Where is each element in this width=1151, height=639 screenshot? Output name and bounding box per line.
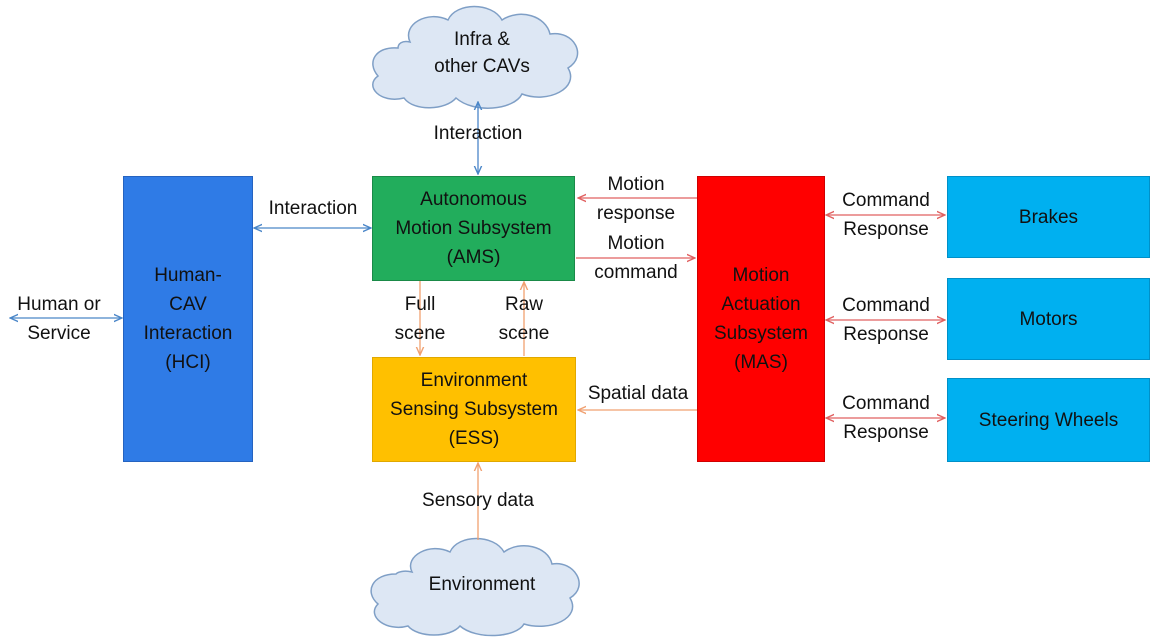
hci-line1: Human- bbox=[154, 265, 222, 286]
mas-line4: (MAS) bbox=[734, 352, 788, 373]
mas-box: Motion Actuation Subsystem (MAS) bbox=[697, 176, 825, 462]
label-spatial-data: Spatial data bbox=[587, 383, 689, 404]
ess-line2: Sensing Subsystem bbox=[390, 399, 558, 420]
label-sensory-data: Sensory data bbox=[422, 490, 534, 511]
label-full-scene: Full scene bbox=[380, 290, 460, 348]
mas-line1: Motion bbox=[732, 265, 790, 286]
label-human-or-service: Human or Service bbox=[6, 290, 112, 348]
cloud-infra bbox=[372, 5, 579, 109]
cloud-environment bbox=[370, 537, 580, 637]
ams-box: Autonomous Motion Subsystem (AMS) bbox=[372, 176, 575, 281]
label-motion-command: Motion command bbox=[580, 229, 692, 287]
label-full-scene-2: scene bbox=[394, 323, 446, 344]
label-interaction-hci: Interaction bbox=[268, 198, 358, 219]
label-human-or: Human or bbox=[17, 294, 101, 315]
label-command-response-brakes: Command Response bbox=[828, 186, 944, 244]
label-raw-scene-1: Raw bbox=[504, 294, 543, 315]
ams-line2: Motion Subsystem bbox=[395, 218, 552, 239]
hci-line4: (HCI) bbox=[165, 352, 211, 373]
motors-label: Motors bbox=[1019, 308, 1078, 330]
label-interaction-top: Interaction bbox=[433, 123, 523, 144]
label-response-3: Response bbox=[843, 422, 929, 443]
label-service: Service bbox=[27, 323, 91, 344]
brakes-box: Brakes bbox=[947, 176, 1150, 258]
cloud-infra-line2: other CAVs bbox=[434, 56, 530, 77]
label-response-2: Response bbox=[843, 324, 929, 345]
hci-line2: CAV bbox=[169, 294, 207, 315]
mas-line2: Actuation bbox=[721, 294, 801, 315]
label-command-response-steering: Command Response bbox=[828, 389, 944, 447]
label-response-1: Response bbox=[843, 219, 929, 240]
cloud-infra-label: Infra & other CAVs bbox=[418, 26, 546, 80]
steering-box: Steering Wheels bbox=[947, 378, 1150, 462]
label-motion-command-2: command bbox=[594, 262, 678, 283]
hci-line3: Interaction bbox=[143, 323, 233, 344]
ess-line3: (ESS) bbox=[448, 428, 500, 449]
cloud-environment-label: Environment bbox=[404, 571, 560, 598]
hci-box: Human- CAV Interaction (HCI) bbox=[123, 176, 253, 462]
brakes-label: Brakes bbox=[1018, 206, 1079, 228]
mas-line3: Subsystem bbox=[714, 323, 808, 344]
steering-label: Steering Wheels bbox=[978, 409, 1119, 431]
label-motion-response: Motion response bbox=[580, 170, 692, 228]
label-command-3: Command bbox=[842, 393, 930, 414]
ess-line1: Environment bbox=[420, 370, 528, 391]
label-motion-response-2: response bbox=[596, 203, 676, 224]
label-motion-command-1: Motion bbox=[607, 233, 665, 254]
label-command-response-motors: Command Response bbox=[828, 291, 944, 349]
motors-box: Motors bbox=[947, 278, 1150, 360]
label-motion-response-1: Motion bbox=[607, 174, 665, 195]
ess-box: Environment Sensing Subsystem (ESS) bbox=[372, 357, 576, 462]
label-raw-scene-2: scene bbox=[498, 323, 550, 344]
label-command-2: Command bbox=[842, 295, 930, 316]
ams-line3: (AMS) bbox=[446, 247, 501, 268]
cloud-infra-line1: Infra & bbox=[454, 29, 510, 50]
ams-line1: Autonomous bbox=[420, 189, 527, 210]
label-raw-scene: Raw scene bbox=[484, 290, 564, 348]
cloud-environment-line1: Environment bbox=[428, 574, 536, 595]
label-command-1: Command bbox=[842, 190, 930, 211]
label-full-scene-1: Full bbox=[404, 294, 436, 315]
